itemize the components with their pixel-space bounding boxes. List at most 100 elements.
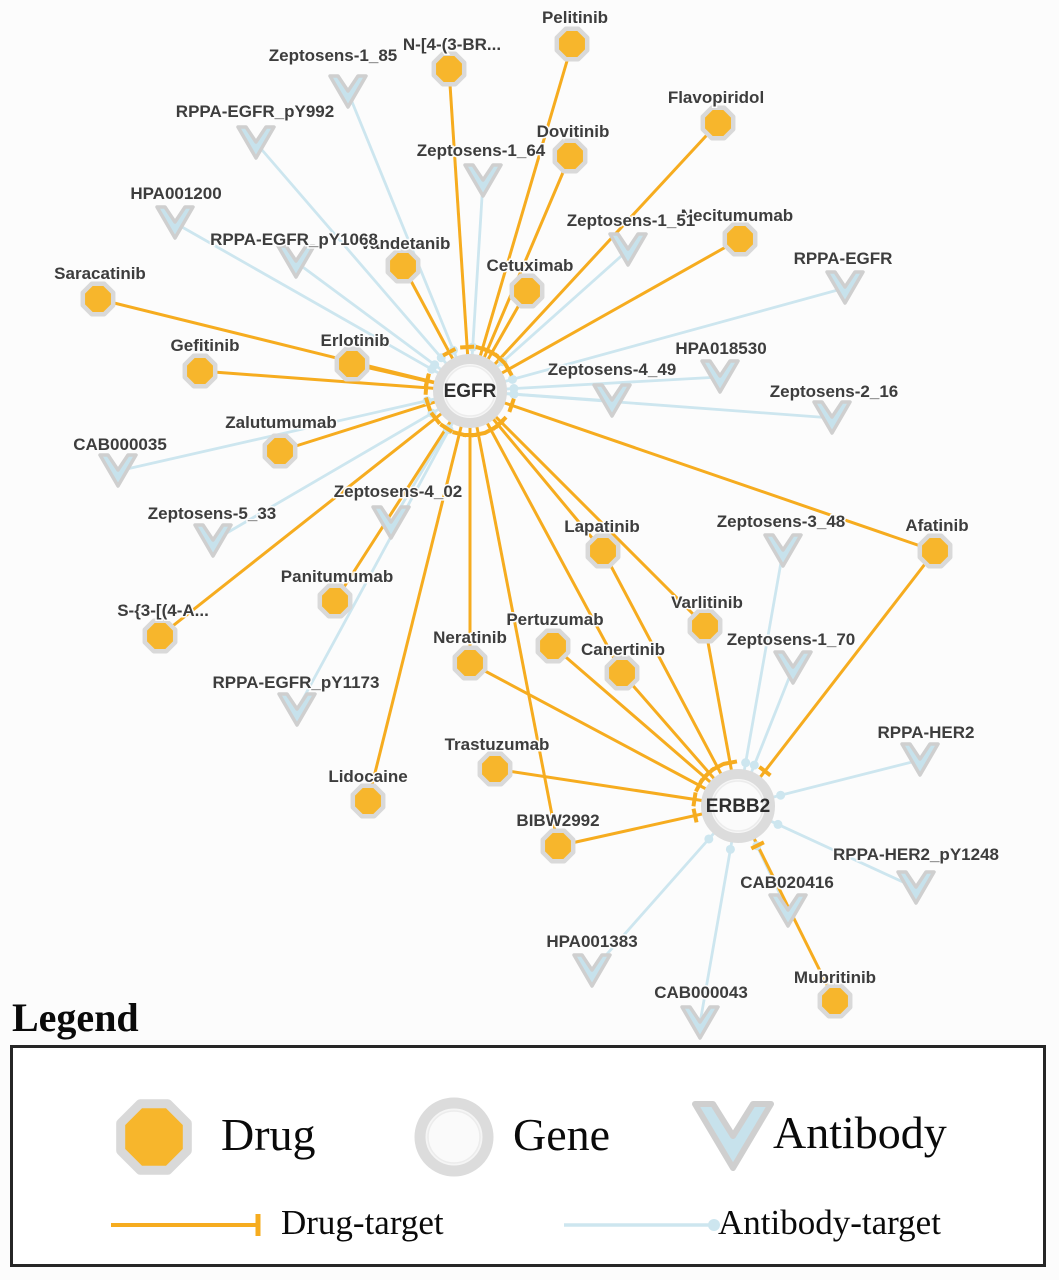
edge-endpoint-layer (422, 342, 786, 854)
drug-node-icon (817, 983, 853, 1019)
edge-canertinib-egfr (468, 390, 624, 674)
node-label-zep3-48: Zeptosens-3_48 (717, 512, 846, 531)
node-hpa018530[interactable]: HPA018530 (674, 338, 768, 394)
node-trastuzumab[interactable]: Trastuzumab (443, 734, 551, 787)
node-label-rppa-her2: RPPA-HER2 (878, 723, 975, 742)
node-vandetanib[interactable]: Vandetanib (358, 233, 452, 284)
antibody-node-icon (572, 953, 612, 988)
antibody-node-icon (193, 523, 233, 558)
node-cab000035[interactable]: CAB000035 (72, 434, 168, 488)
drug-target-tee (702, 766, 716, 779)
node-zep4-49[interactable]: Zeptosens-4_49 (546, 359, 678, 418)
node-gefitinib[interactable]: Gefitinib (169, 335, 241, 389)
node-dovitinib[interactable]: Dovitinib (535, 121, 611, 174)
node-label-hpa001200: HPA001200 (130, 184, 221, 203)
node-pertuzumab[interactable]: Pertuzumab (505, 609, 605, 664)
node-label-neratinib: Neratinib (433, 628, 507, 647)
node-lapatinib[interactable]: Lapatinib (563, 516, 641, 569)
drug-target-tee (452, 430, 467, 438)
drug-node-icon (262, 433, 298, 469)
drug-target-tee (460, 344, 475, 350)
antibody-target-dot (741, 758, 751, 768)
node-cab000043[interactable]: CAB000043 (653, 982, 749, 1040)
node-mubritinib[interactable]: Mubritinib (792, 967, 878, 1019)
node-rppa-py992[interactable]: RPPA-EGFR_pY992 (174, 101, 336, 160)
node-rppa-her2[interactable]: RPPA-HER2 (876, 722, 976, 777)
node-saracatinib[interactable]: Saracatinib (53, 263, 147, 317)
node-label-vandetanib: Vandetanib (360, 234, 451, 253)
node-label-rppa-py1173: RPPA-EGFR_pY1173 (213, 673, 380, 692)
node-erbb2[interactable]: ERBB2 (701, 769, 775, 843)
node-n4-3br[interactable]: N-[4-(3-BR... (401, 34, 503, 87)
drug-target-tee (758, 765, 772, 778)
node-label-rppa-py1068: RPPA-EGFR_pY1068 (210, 230, 378, 249)
node-zep1-70[interactable]: Zeptosens-1_70 (725, 629, 857, 685)
edge-afatinib-egfr (469, 389, 936, 553)
node-zalutumumab[interactable]: Zalutumumab (224, 412, 338, 469)
drug-node-icon (142, 618, 178, 654)
antibody-node-icon (680, 1005, 720, 1040)
node-zep1-64[interactable]: Zeptosens-1_64 (415, 140, 547, 198)
node-rppa-egfr[interactable]: RPPA-EGFR (792, 248, 894, 305)
drug-target-tee (429, 411, 442, 426)
node-label-lidocaine: Lidocaine (328, 767, 407, 786)
node-afatinib[interactable]: Afatinib (904, 515, 970, 569)
legend-box: Drug Gene Antibody Drug-target Antibody-… (10, 1045, 1046, 1267)
node-label-canertinib: Canertinib (581, 640, 665, 659)
node-label-gefitinib: Gefitinib (171, 336, 240, 355)
drug-node-icon (509, 273, 545, 309)
node-erlotinib[interactable]: Erlotinib (319, 330, 391, 382)
edge-n4-3br-egfr (447, 68, 472, 392)
drug-target-tee (423, 373, 431, 389)
node-flavopiridol[interactable]: Flavopiridol (666, 87, 766, 141)
node-label-dovitinib: Dovitinib (537, 122, 610, 141)
node-panitumumab[interactable]: Panitumumab (279, 566, 395, 619)
drug-node-icon (722, 221, 758, 257)
node-cab020416[interactable]: CAB020416 (739, 872, 835, 928)
node-zep2-16[interactable]: Zeptosens-2_16 (768, 381, 900, 435)
node-label-cab020416: CAB020416 (740, 873, 834, 892)
node-rppa-py1068[interactable]: RPPA-EGFR_pY1068 (209, 229, 379, 279)
node-egfr[interactable]: EGFR (433, 354, 507, 428)
node-neratinib[interactable]: Neratinib (432, 627, 508, 681)
antibody-legend-label: Antibody (773, 1107, 947, 1158)
node-pelitinib[interactable]: Pelitinib (540, 7, 610, 62)
node-hpa001383[interactable]: HPA001383 (545, 931, 639, 988)
drug-target-tee (471, 430, 486, 438)
antibody-target-dot (509, 389, 519, 399)
node-s3-4a[interactable]: S-{3-[(4-A... (116, 600, 210, 654)
node-cetuximab[interactable]: Cetuximab (485, 255, 575, 309)
drug-target-tee (483, 424, 498, 435)
antibody-node-icon (896, 870, 936, 905)
node-zep1-85[interactable]: Zeptosens-1_85 (267, 45, 399, 109)
node-zep3-48[interactable]: Zeptosens-3_48 (715, 511, 847, 568)
edge-flavopiridol-egfr (468, 121, 720, 393)
node-rppa-her2-py1248[interactable]: RPPA-HER2_pY1248 (832, 844, 1000, 905)
node-hpa001200[interactable]: HPA001200 (129, 183, 223, 240)
edge-bibw2992-egfr (468, 390, 560, 847)
antibody-node-icon (371, 505, 411, 540)
antibody-target-legend-label: Antibody-target (718, 1203, 941, 1242)
node-zep4-02[interactable]: Zeptosens-4_02 (332, 481, 464, 540)
node-bibw2992[interactable]: BIBW2992 (515, 810, 601, 864)
node-lidocaine[interactable]: Lidocaine (327, 766, 409, 819)
antibody-node-icon (592, 383, 632, 418)
drug-target-tee (442, 347, 457, 358)
node-label-zep1-70: Zeptosens-1_70 (727, 630, 856, 649)
node-varlitinib[interactable]: Varlitinib (670, 592, 744, 644)
antibody-target-dot (773, 819, 783, 829)
node-zep1-51[interactable]: Zeptosens-1_51 (565, 210, 697, 267)
node-canertinib[interactable]: Canertinib (579, 639, 667, 691)
edge-pertuzumab-erbb2 (552, 644, 739, 808)
node-label-hpa001383: HPA001383 (546, 932, 637, 951)
node-zep5-33[interactable]: Zeptosens-5_33 (146, 503, 278, 558)
edge-afatinib-erbb2 (736, 550, 937, 807)
drug-node-icon (431, 51, 467, 87)
node-rppa-py1173[interactable]: RPPA-EGFR_pY1173 (211, 672, 381, 727)
edge-rppa-egfr-egfr (469, 286, 846, 393)
node-label-varlitinib: Varlitinib (671, 593, 743, 612)
gene-legend-icon (414, 1097, 494, 1177)
node-necitumumab[interactable]: Necitumumab (679, 205, 795, 257)
drug-target-tee (750, 840, 765, 851)
node-label-zep1-64: Zeptosens-1_64 (417, 141, 546, 160)
